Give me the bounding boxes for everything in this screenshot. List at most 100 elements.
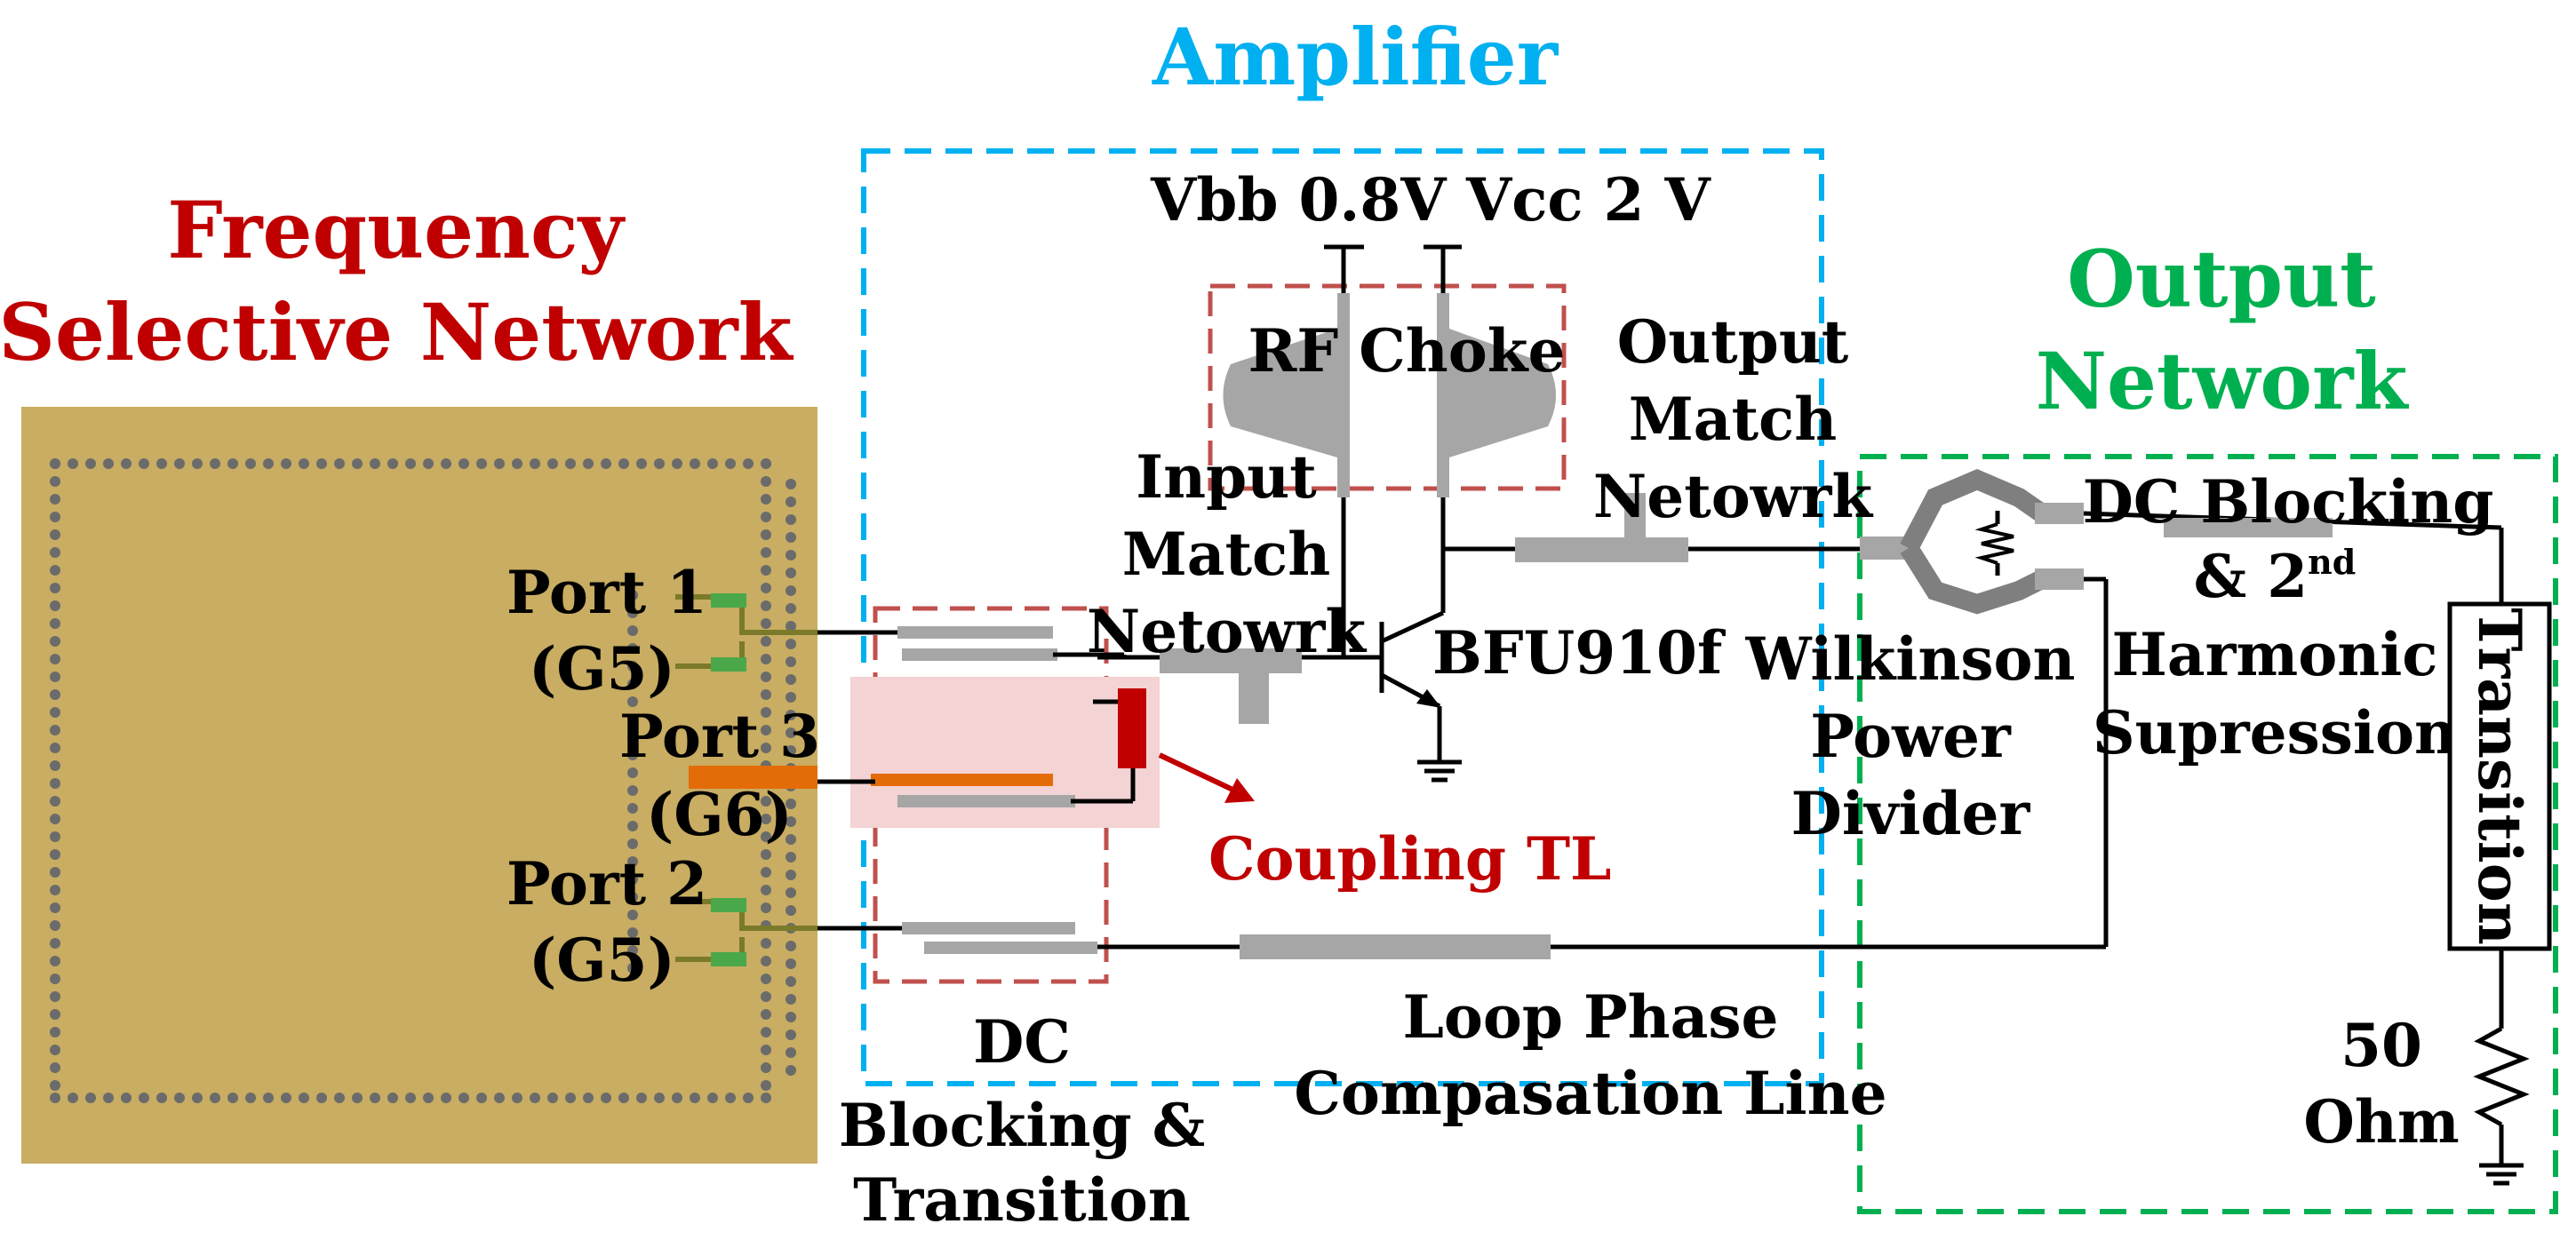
via-dot [245,458,256,469]
via-dot [50,1045,60,1055]
vcc-label: Vcc 2 V [1465,165,1711,234]
via-dot [50,974,60,984]
via-dot [761,1045,771,1055]
output-network-title-line1: Output [2067,233,2376,325]
ohm-unit-label: Ohm [2303,1087,2459,1157]
frequency-selective-network: Port 1 (G5) Port 3 (G6) Port 2 (G5) [21,407,820,1164]
output-match-label-3: Netowrk [1593,462,1873,531]
via-dot [627,927,638,938]
via-dot [761,1062,771,1073]
via-dot [627,750,638,760]
via-dot [654,1093,665,1103]
via-dot [530,458,540,469]
via-dot [50,760,60,771]
via-dot [387,1093,398,1103]
loop-phase-tl [1240,934,1551,959]
via-dot [50,778,60,789]
port2-group-label: (G5) [529,926,675,995]
via-dot [50,796,60,807]
via-dot [68,458,78,469]
dc-blocking-right-label-2-main: & 2 [2194,542,2309,611]
via-dot [50,920,60,931]
via-dot [50,1093,60,1103]
via-dot [139,1093,149,1103]
via-dot [761,1009,771,1020]
via-dot [786,514,796,525]
output-match-label-1: Output [1617,307,1849,377]
via-dot [743,1093,754,1103]
via-dot [786,550,796,560]
wilkinson-divider [1860,469,2502,615]
via-dot [627,767,638,778]
via-dot [387,458,398,469]
via-dot [786,692,796,703]
via-dot [786,656,796,667]
via-dot [786,816,796,827]
via-dot [761,956,771,966]
via-dot [512,1093,522,1103]
input-match-tl [1160,648,1302,673]
via-dot [636,458,647,469]
coupling-resistor [1118,688,1146,768]
via-dot [761,1027,771,1037]
via-dot [210,458,220,469]
port2-trace [675,899,817,931]
via-dot [192,1093,203,1103]
via-dot [459,458,469,469]
port3-pad [689,766,817,789]
via-dot [627,625,638,636]
via-dot [50,583,60,593]
rf-choke-region [1208,283,1567,491]
via-dot [50,991,60,1002]
via-dot [103,458,114,469]
via-dot [245,1093,256,1103]
via-dot [103,1093,114,1103]
via-dot [761,618,771,629]
via-dot [156,458,167,469]
coupling-arrowhead [1224,778,1255,803]
port1-label: Port 1 [506,558,707,627]
via-dot [210,1093,220,1103]
dc-blocking-left-label-2: Blocking & [839,1091,1206,1160]
amplifier-region [861,148,1824,1086]
via-dot [627,679,638,689]
via-dot [786,674,796,685]
via-dot [786,799,796,809]
via-dot [761,654,771,664]
via-dot [227,1093,238,1103]
via-dot [85,1093,96,1103]
via-dot [627,661,638,672]
via-dot [263,1093,274,1103]
via-dot [786,834,796,845]
output-match-tl [1515,537,1688,562]
via-dot [786,621,796,632]
dc-blocking-right-label-4: Supression [2093,698,2457,767]
via-dot [761,707,771,718]
via-dot [627,874,638,885]
via-dot [786,941,796,951]
dc-blocking-right-label-1: DC Blocking [2083,467,2494,537]
via-dot [352,1093,363,1103]
via-dot [761,494,771,505]
via-dot [786,727,796,738]
via-dot [761,600,771,611]
via-dot [786,497,796,507]
via-dot [636,1093,647,1103]
via-dot [50,938,60,949]
via-dot [476,1093,487,1103]
pcb-board [21,407,817,1164]
port3-group-label: (G6) [646,780,793,849]
port2-pad-2 [711,952,746,966]
via-dot [601,458,611,469]
via-dot [601,1093,611,1103]
via-dot [627,945,638,956]
via-dot [761,583,771,593]
via-dot [281,1093,291,1103]
via-dot [316,458,327,469]
via-dot [441,1093,451,1103]
via-dot [50,600,60,611]
dc-blocking-right-label-2: & 2nd [2194,542,2357,611]
via-dot [786,745,796,756]
amplifier-core [1097,244,1860,783]
via-dot [494,1093,505,1103]
